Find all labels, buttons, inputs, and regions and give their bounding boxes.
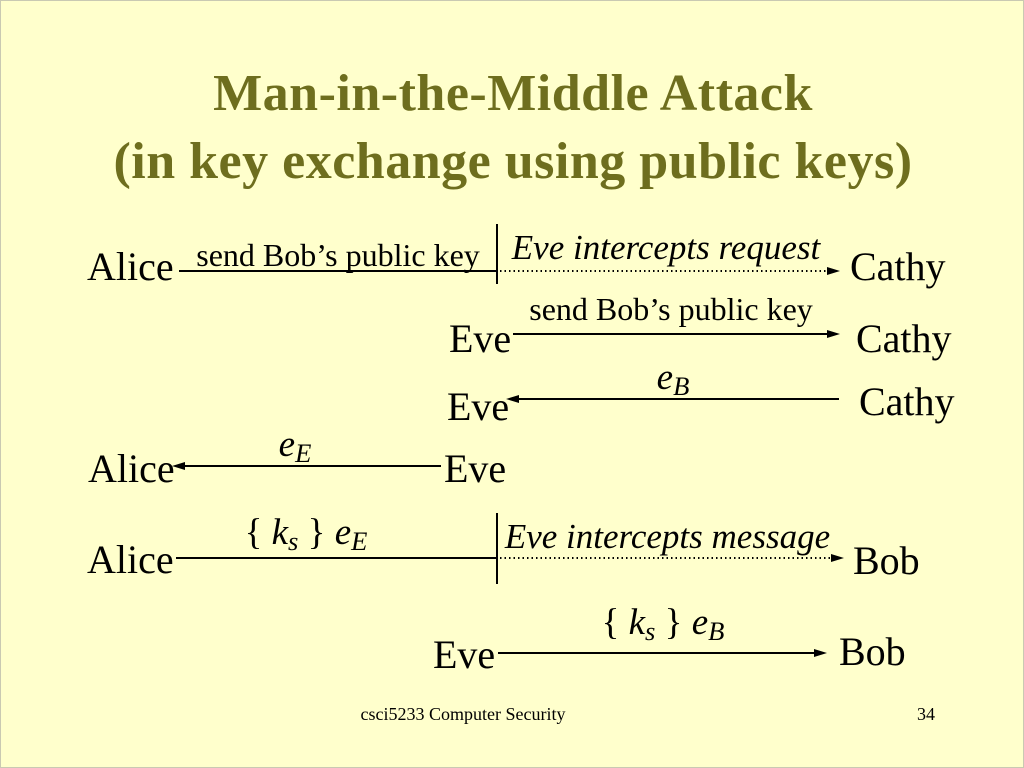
key-subscript: E [351,526,368,557]
intercept-tick [496,513,498,584]
intercept-label: Eve intercepts request [511,228,821,267]
session-key-subscript: s [645,616,656,647]
arrow-right-icon [827,330,840,338]
actor-label: Eve [447,384,510,429]
arrow-right-icon [831,554,844,562]
actor-label: Bob [853,538,920,583]
session-key-symbol: k [628,602,646,643]
actor-label: Bob [839,629,906,674]
arrow-right-icon [827,267,840,275]
intercepted-line [500,557,831,559]
message-line [184,465,441,467]
actor-label: Alice [88,446,175,491]
message-label: { ks } eB [498,602,828,645]
intercept-label: Eve intercepts message [504,517,831,556]
message-line [179,270,497,272]
intercept-tick [496,224,498,284]
message-label: send Bob’s public key [529,291,813,327]
slide-title: Man-in-the-Middle Attack (in key exchang… [1,60,1023,196]
brace-open: { [244,512,272,553]
key-symbol: e [334,512,352,553]
title-line-1: Man-in-the-Middle Attack [213,65,813,122]
arrow-left-icon [172,462,185,470]
message-label: eE [161,424,429,467]
actor-label: Cathy [856,316,952,361]
actor-label: Eve [433,632,496,677]
message-label: { ks } eE [146,512,466,555]
message-line [518,398,839,400]
actor-label: Eve [449,316,512,361]
key-subscript: B [708,616,725,647]
brace-open: { [601,602,629,643]
actor-label: Eve [444,446,507,491]
brace-close: } [655,602,692,643]
brace-close: } [298,512,335,553]
message-line [498,652,816,654]
message-line [513,333,829,335]
key-symbol: e [691,602,709,643]
arrow-left-icon [506,395,519,403]
key-symbol: e [278,424,296,465]
message-line [176,557,497,559]
session-key-symbol: k [271,512,289,553]
message-label: send Bob’s public key [196,237,480,273]
actor-label: Alice [87,537,174,582]
arrow-right-icon [814,649,827,657]
intercepted-line [500,270,828,272]
key-symbol: e [656,357,674,398]
actor-label: Cathy [859,379,955,424]
page-number: 34 [917,704,935,724]
key-subscript: B [673,371,690,402]
title-line-2: (in key exchange using public keys) [113,133,913,190]
footer-course: csci5233 Computer Security [360,704,566,724]
message-label: eB [507,357,839,400]
key-subscript: E [295,438,312,469]
actor-label: Alice [87,244,174,289]
session-key-subscript: s [288,526,299,557]
actor-label: Cathy [850,244,946,289]
